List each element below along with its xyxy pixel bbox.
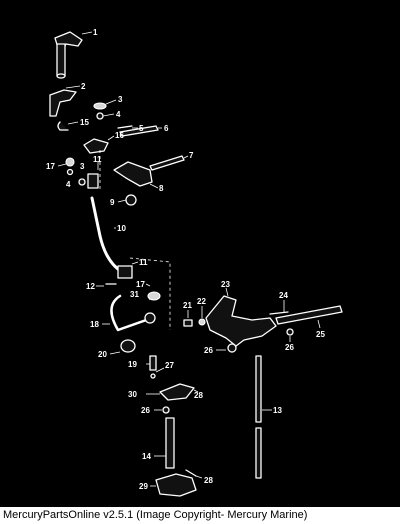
callout-labels: 1 2 3 4 15 5 16 6 11 7 17 3 4 8 9 10 11 … xyxy=(46,28,325,491)
exploded-view-drawing: 1 2 3 4 15 5 16 6 11 7 17 3 4 8 9 10 11 … xyxy=(46,28,343,497)
part-nut-left xyxy=(66,168,74,176)
part-clamp-upper xyxy=(87,173,99,189)
part-link xyxy=(83,138,109,154)
callout-21: 21 xyxy=(183,301,192,310)
callout-19: 19 xyxy=(128,360,137,369)
part-pin xyxy=(117,125,133,129)
part-22 xyxy=(198,318,206,326)
leader-lines xyxy=(57,31,321,487)
part-rod-6 xyxy=(119,125,159,137)
part-loop-cable xyxy=(110,294,154,332)
callout-26c: 26 xyxy=(141,406,150,415)
callout-18: 18 xyxy=(90,320,99,329)
callout-25: 25 xyxy=(316,330,325,339)
callout-14: 14 xyxy=(142,452,151,461)
callout-10: 10 xyxy=(117,224,126,233)
callout-6: 6 xyxy=(164,124,169,133)
callout-20: 20 xyxy=(98,350,107,359)
callout-8: 8 xyxy=(159,184,164,193)
callout-17b: 17 xyxy=(136,280,145,289)
part-clip xyxy=(57,121,69,131)
callout-1: 1 xyxy=(93,28,98,37)
callout-24: 24 xyxy=(279,291,288,300)
part-27 xyxy=(150,373,156,379)
callout-4: 4 xyxy=(116,110,121,119)
part-19 xyxy=(149,355,157,371)
callout-5: 5 xyxy=(139,124,144,133)
part-bolt xyxy=(78,178,86,186)
callout-12: 12 xyxy=(86,282,95,291)
part-vertical-rod xyxy=(255,355,262,479)
callout-13: 13 xyxy=(273,406,282,415)
part-nut-26a xyxy=(227,343,237,353)
part-base-handle xyxy=(155,473,197,497)
parts-diagram: 1 2 3 4 15 5 16 6 11 7 17 3 4 8 9 10 11 … xyxy=(46,28,343,497)
part-bracket xyxy=(49,89,77,117)
callout-23: 23 xyxy=(221,280,230,289)
part-nut-26c xyxy=(162,406,170,414)
callout-30: 30 xyxy=(128,390,137,399)
part-screw-28 xyxy=(185,469,197,477)
part-clamp-lower xyxy=(117,265,133,279)
part-washer-17 xyxy=(65,157,75,167)
callout-27: 27 xyxy=(165,361,174,370)
callout-9: 9 xyxy=(110,198,115,207)
callout-3: 3 xyxy=(118,95,123,104)
callout-16: 16 xyxy=(115,131,124,140)
callout-22: 22 xyxy=(197,297,206,306)
alignment-line xyxy=(129,257,171,330)
callout-7: 7 xyxy=(189,151,194,160)
callout-26: 26 xyxy=(204,346,213,355)
part-nut-26b xyxy=(286,328,294,336)
callout-17: 17 xyxy=(46,162,55,171)
part-21 xyxy=(183,319,193,327)
part-main-bracket xyxy=(205,295,277,347)
part-sleeve xyxy=(120,339,136,353)
part-lever-arm xyxy=(113,161,153,187)
callout-26b: 26 xyxy=(285,343,294,352)
callout-28b: 28 xyxy=(204,476,213,485)
callout-29: 29 xyxy=(139,482,148,491)
part-nut xyxy=(96,112,104,120)
callout-15: 15 xyxy=(80,118,89,127)
callout-31: 31 xyxy=(130,290,139,299)
part-shaft xyxy=(165,417,175,469)
part-rod-7 xyxy=(149,155,185,171)
callout-11: 11 xyxy=(93,155,102,164)
callout-28: 28 xyxy=(194,391,203,400)
copyright-footer: MercuryPartsOnline v2.5.1 (Image Copyrig… xyxy=(0,507,400,524)
callout-2: 2 xyxy=(81,82,86,91)
part-pin-24 xyxy=(269,311,289,315)
part-shift-lever xyxy=(54,31,83,79)
callout-4b: 4 xyxy=(66,180,71,189)
part-cable xyxy=(90,196,124,274)
part-washer xyxy=(93,102,107,110)
part-nut-9 xyxy=(125,194,137,206)
part-yoke xyxy=(159,383,195,401)
part-loop-end xyxy=(144,312,156,324)
callout-3b: 3 xyxy=(80,162,85,171)
callout-11b: 11 xyxy=(139,258,148,267)
part-long-rod xyxy=(275,305,343,325)
